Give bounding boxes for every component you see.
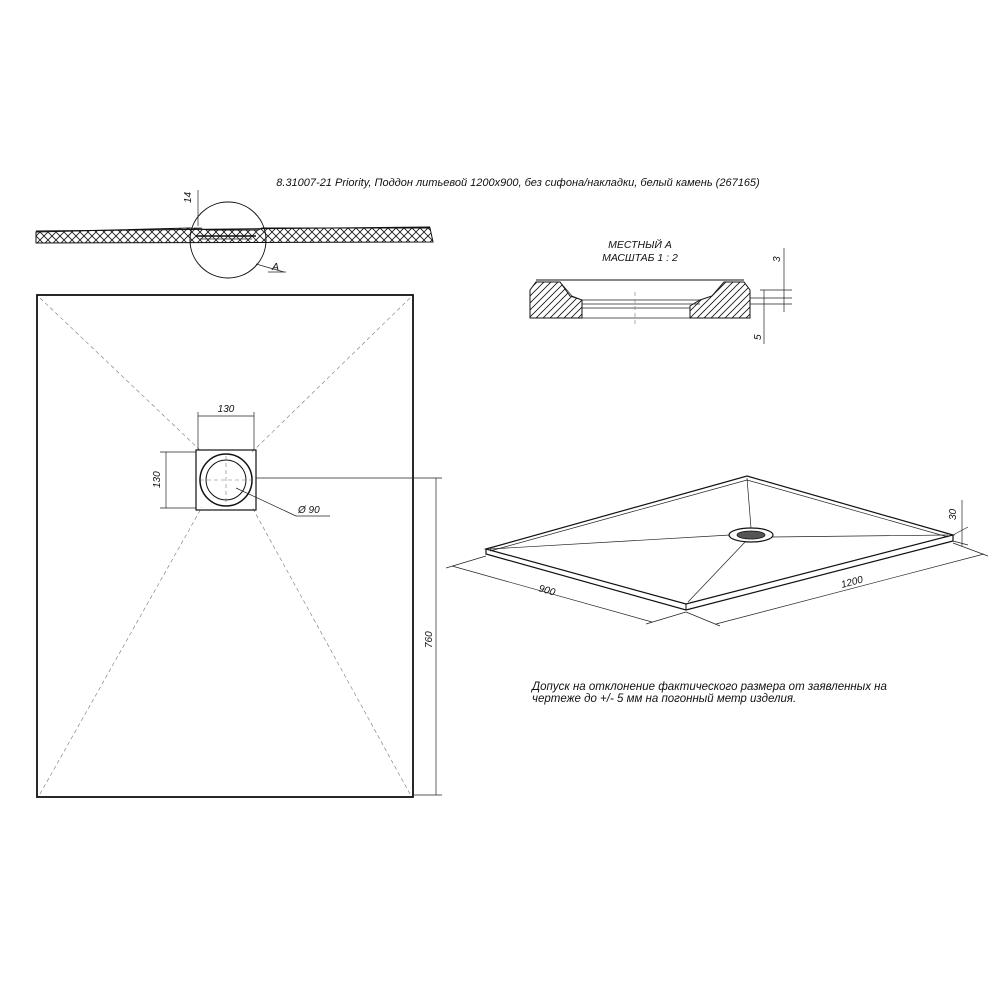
- dim-drain-width: 130: [218, 404, 235, 415]
- detail-callout-label: A: [271, 261, 279, 273]
- detail-a-label-1: МЕСТНЫЙ А: [608, 238, 672, 251]
- dim-thickness-14: 14: [183, 191, 194, 203]
- dim-drain-height: 130: [152, 471, 163, 488]
- isometric-view: 900 1200 30: [445, 475, 989, 627]
- tolerance-note: Допуск на отклонение фактического размер…: [530, 681, 887, 705]
- detail-a-dim-5: 5: [753, 334, 764, 340]
- detail-a-left-block: [529, 281, 583, 319]
- detail-callout-circle: [189, 201, 267, 279]
- note-line-1: Допуск на отклонение фактического размер…: [530, 681, 887, 693]
- tray-outline: [36, 294, 414, 798]
- dim-drain-offset: 760: [424, 631, 435, 648]
- detail-a-label-2: МАСШТАБ 1 : 2: [602, 252, 678, 264]
- note-line-2: чертеже до +/- 5 мм на погонный метр изд…: [532, 693, 796, 705]
- drain-box: [195, 449, 257, 511]
- detail-a-view: МЕСТНЫЙ А МАСШТАБ 1 : 2 3 5: [529, 238, 792, 344]
- plan-view: 130 130 Ø 90 760: [36, 294, 442, 798]
- drawing-title: 8.31007-21 Priority, Поддон литьевой 120…: [276, 177, 760, 189]
- detail-a-dim-3: 3: [772, 256, 783, 262]
- iso-dim-900: 900: [537, 583, 556, 598]
- dim-drain-diameter: Ø 90: [297, 505, 320, 516]
- side-section-view: 14 A: [35, 190, 434, 279]
- iso-top-surface: [483, 475, 956, 605]
- iso-dim-30: 30: [948, 508, 959, 520]
